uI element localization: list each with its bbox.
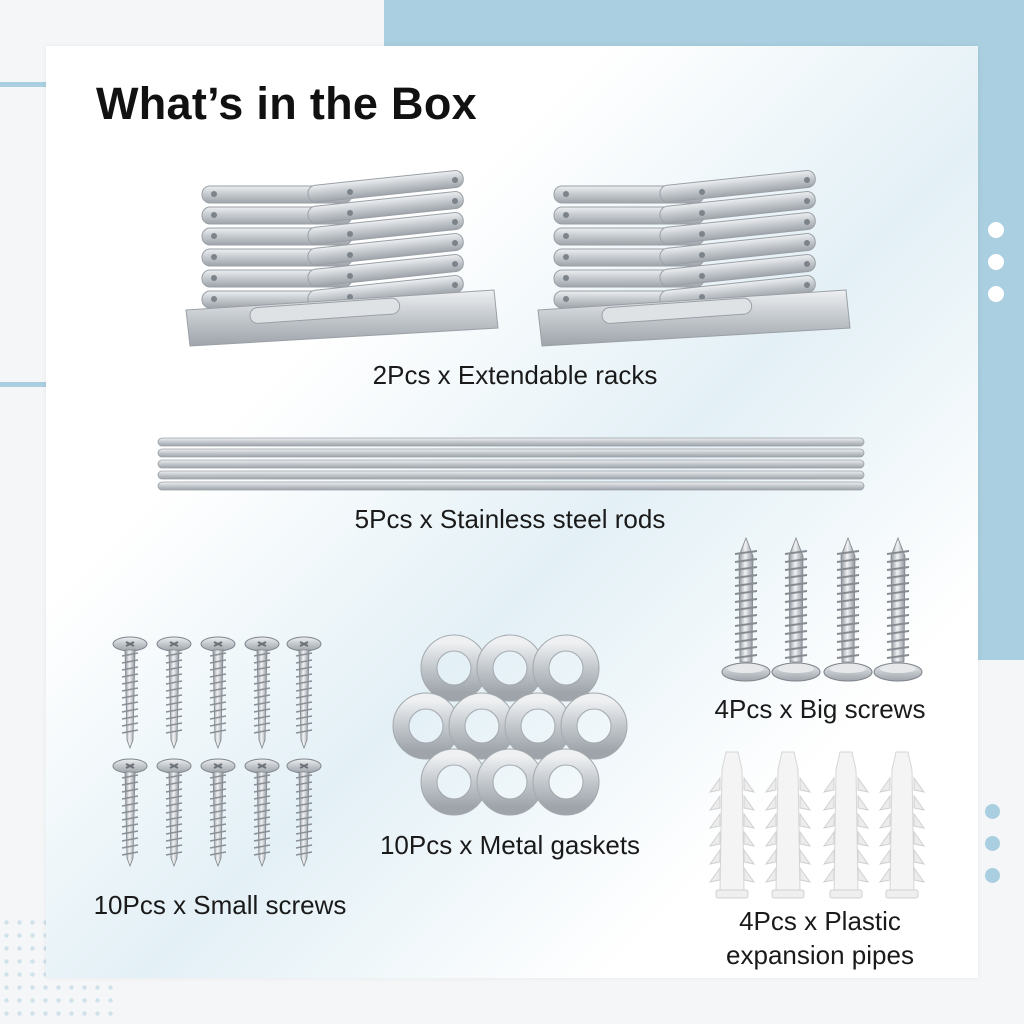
metal-gasket (532, 748, 600, 816)
screw (156, 758, 192, 868)
metal-gasket-icon (392, 634, 628, 816)
steel-rod (157, 470, 865, 480)
big-screw (873, 536, 923, 682)
caption-plastic-pipes-line2: expansion pipes (726, 940, 914, 970)
background-line-bottom (0, 382, 46, 387)
screw (244, 636, 280, 750)
steel-rod (157, 481, 865, 491)
screw (244, 758, 280, 868)
plastic-plug (878, 751, 926, 899)
caption-big-screws: 4Pcs x Big screws (714, 694, 926, 724)
screw (200, 758, 236, 868)
extendable-rack-icon (185, 170, 851, 347)
decor-dot (988, 286, 1004, 302)
decor-dot (985, 868, 1000, 883)
rack-unit (537, 170, 851, 347)
screw (286, 636, 322, 750)
big-screw (823, 536, 873, 682)
decor-dot (985, 804, 1000, 819)
decor-dot (985, 836, 1000, 851)
steel-rod (157, 448, 865, 458)
screw (286, 758, 322, 868)
rack-unit (185, 170, 499, 347)
steel-rod (157, 459, 865, 469)
screw (112, 758, 148, 868)
steel-rod (157, 437, 865, 447)
plastic-plug (764, 751, 812, 899)
metal-gasket (560, 692, 628, 760)
decor-dot (988, 254, 1004, 270)
decor-dot (988, 222, 1004, 238)
background-blue-block (384, 0, 1024, 46)
screw (200, 636, 236, 750)
metal-gasket (532, 634, 600, 702)
caption-small-screws: 10Pcs x Small screws (93, 890, 347, 920)
plastic-plug (708, 751, 756, 899)
big-screw (721, 536, 771, 682)
background-line-top (0, 82, 46, 87)
page-title: What’s in the Box (96, 78, 477, 129)
small-screw-icon (112, 636, 322, 868)
content-card (46, 46, 978, 978)
plastic-expansion-pipe-icon (708, 751, 926, 899)
caption-extendable-racks: 2Pcs x Extendable racks (372, 360, 658, 390)
plastic-plug (822, 751, 870, 899)
caption-plastic-pipes-line1: 4Pcs x Plastic (739, 906, 901, 936)
steel-rod-icon (157, 437, 865, 491)
screw (112, 636, 148, 750)
big-screw (771, 536, 821, 682)
background-blue-block-side (978, 0, 1024, 660)
big-screw-icon (721, 536, 923, 682)
caption-steel-rods: 5Pcs x Stainless steel rods (354, 504, 666, 534)
caption-metal-gaskets: 10Pcs x Metal gaskets (379, 830, 641, 860)
screw (156, 636, 192, 750)
